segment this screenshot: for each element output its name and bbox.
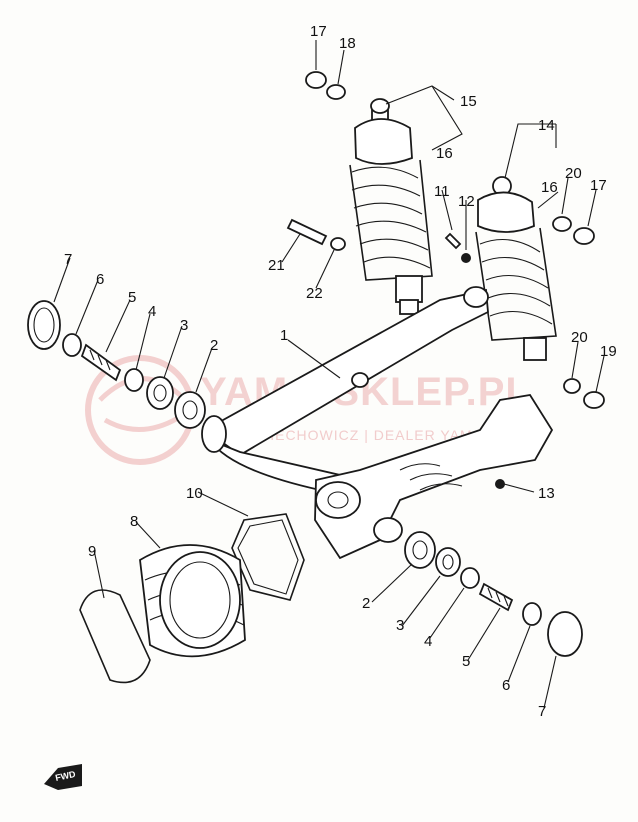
swing-arm [201,286,554,560]
gaskets-and-boot [79,513,305,684]
label-1-swing-arm: 1 [280,327,288,344]
label-10: 10 [186,485,203,502]
label-16-right-shock: 16 [541,179,558,196]
left-bearing-stack [27,300,206,429]
label-9: 9 [88,543,96,560]
watermark-subtitle: WOJCIECHOWICZ | DEALER YAMAHA [225,427,504,443]
label-3-left: 3 [180,317,188,334]
label-17-nut: 17 [310,23,327,40]
part-labels: 17 18 15 16 14 20 17 16 11 12 21 22 1 20… [64,23,617,720]
label-4-right: 4 [424,633,432,650]
forward-direction-marker: FWD [44,764,82,790]
left-shock-absorber [349,98,433,315]
right-shock-absorber [475,176,557,361]
fwd-label: FWD [54,769,77,783]
label-14: 14 [538,117,555,134]
label-17-right-nut: 17 [590,177,607,194]
label-15-upper: 15 [460,93,477,110]
label-11: 11 [434,183,450,200]
label-20-upper: 20 [565,165,582,182]
label-5-right: 5 [462,653,470,670]
label-7-left: 7 [64,251,72,268]
label-18-washer: 18 [339,35,356,52]
label-4-left: 4 [148,303,156,320]
right-bearing-stack [404,531,583,657]
label-6-right: 6 [502,677,510,694]
label-22: 22 [306,285,323,302]
label-8: 8 [130,513,138,530]
label-6-left: 6 [96,271,104,288]
label-16-left-shock: 16 [436,145,453,162]
upper-bolts [286,71,605,489]
label-7-right: 7 [538,703,546,720]
label-2-right: 2 [362,595,370,612]
leader-lines [53,40,605,709]
label-12: 12 [458,193,475,210]
label-3-right: 3 [396,617,404,634]
label-19: 19 [600,343,617,360]
label-21: 21 [268,257,285,274]
label-2-left: 2 [210,337,218,354]
label-5-left: 5 [128,289,136,306]
label-20-lower: 20 [571,329,588,346]
label-13: 13 [538,485,555,502]
